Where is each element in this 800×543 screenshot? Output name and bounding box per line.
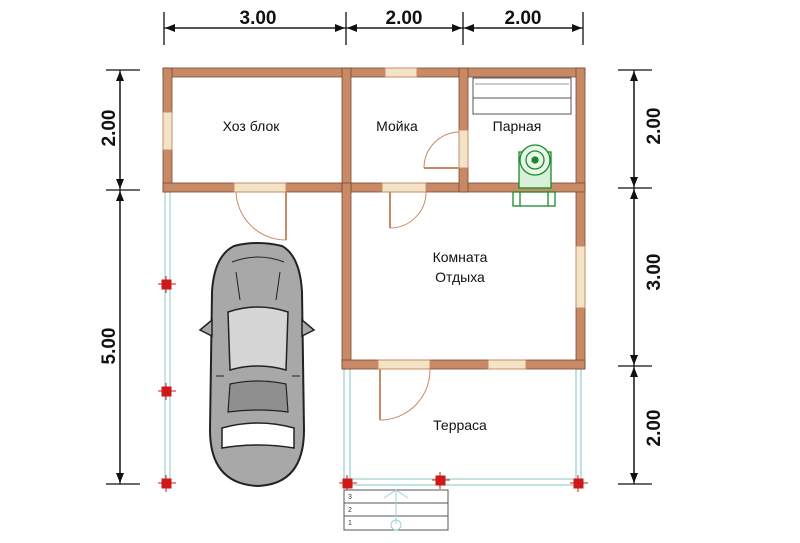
room-label-lounge-line2: Отдыха [435,269,485,285]
terrace-railing [343,366,582,486]
step-number-1: 1 [348,520,352,527]
post-icon [432,472,450,489]
window-wash-top [384,67,418,78]
right-dim-label-2: 3.00 [644,254,665,291]
car-icon [198,242,316,488]
window-utility-left [162,111,173,151]
post-icon [158,276,176,293]
post-icon [339,475,357,492]
right-dim-label-3: 2.00 [644,410,665,447]
door-lounge [381,182,427,229]
post-icon [570,475,588,492]
carport-outline [164,192,171,484]
entrance-steps [343,489,449,531]
left-dimension-line [106,69,140,485]
post-icon [158,383,176,400]
top-dim-label-2: 2.00 [386,8,423,29]
left-dim-label-2: 5.00 [99,328,120,365]
left-dim-label-1: 2.00 [99,110,120,147]
step-number-2: 2 [348,507,352,514]
door-wash [423,129,469,169]
stove-icon [512,144,556,207]
door-utility [233,182,287,241]
top-dim-label-3: 2.00 [505,8,542,29]
room-label-lounge-line1: Комната [433,249,488,265]
right-dimension-line [618,69,652,485]
post-icon [158,475,176,492]
support-posts [158,276,588,492]
room-label-terrace: Терраса [433,417,487,433]
sauna-benches [472,77,572,115]
windows [162,67,586,370]
room-label-utility: Хоз блок [223,118,281,134]
top-dimension-line [163,12,584,45]
window-lounge-right [575,245,586,309]
door-terrace [377,359,431,421]
room-label-wash: Мойка [376,118,418,134]
room-label-steam: Парная [493,118,542,134]
step-number-3: 3 [348,494,352,501]
right-dim-label-1: 2.00 [644,108,665,145]
window-lounge-bottom [487,359,527,370]
top-dim-label-1: 3.00 [240,8,277,29]
